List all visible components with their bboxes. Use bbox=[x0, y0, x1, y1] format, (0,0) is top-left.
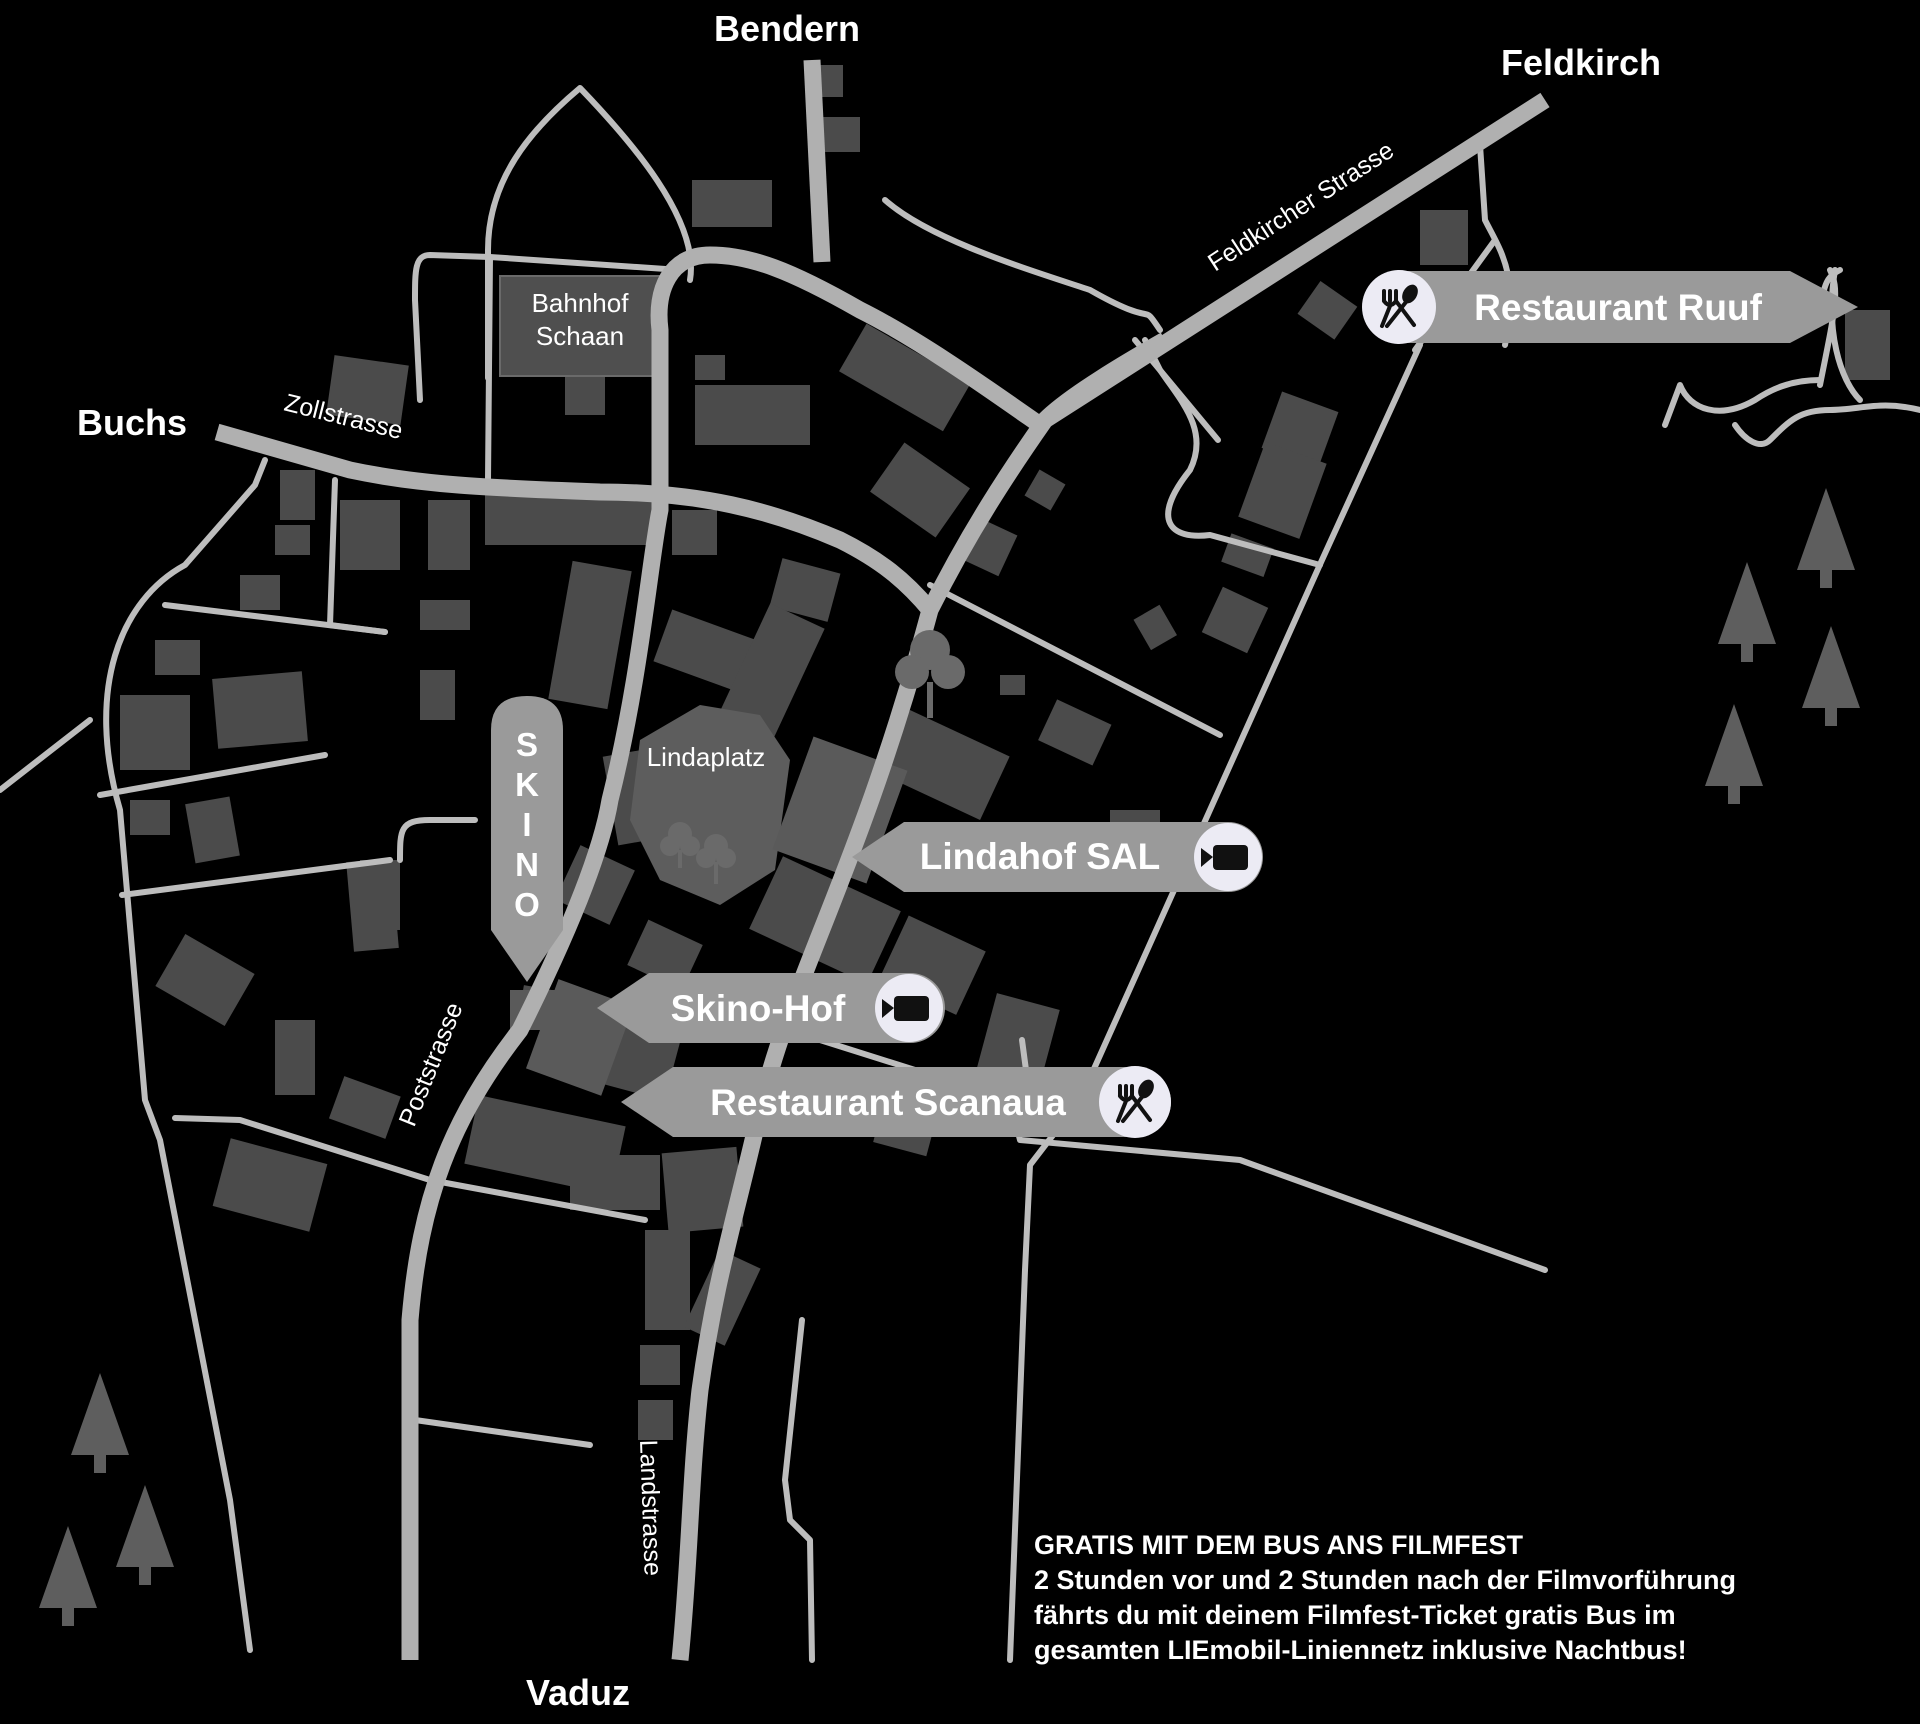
skino-letter-n: N bbox=[515, 846, 539, 883]
venue-skino-hof[interactable]: Skino-Hof bbox=[597, 973, 945, 1043]
lindahof-label: Lindahof SAL bbox=[920, 836, 1160, 877]
bus-info-line1: 2 Stunden vor und 2 Stunden nach der Fil… bbox=[1034, 1565, 1737, 1595]
restaurant-ruuf-label: Restaurant Ruuf bbox=[1474, 287, 1762, 328]
place-vaduz: Vaduz bbox=[526, 1672, 630, 1713]
skino-letter-i: I bbox=[522, 806, 531, 843]
skino-letter-k: K bbox=[515, 766, 539, 803]
skino-letter-s: S bbox=[516, 726, 538, 763]
venue-restaurant-scanaua[interactable]: Restaurant Scanaua bbox=[621, 1066, 1171, 1138]
video-camera-icon bbox=[875, 974, 943, 1042]
trees bbox=[39, 488, 1860, 1626]
bus-info: GRATIS MIT DEM BUS ANS FILMFEST 2 Stunde… bbox=[1034, 1528, 1894, 1668]
skino-hof-label: Skino-Hof bbox=[671, 988, 846, 1029]
street-poststrasse: Poststrasse bbox=[394, 999, 469, 1131]
bahnhof-building bbox=[499, 275, 661, 377]
skino-letter-o: O bbox=[514, 886, 540, 923]
bus-info-line2: fährts du mit deinem Filmfest-Ticket gra… bbox=[1034, 1600, 1676, 1630]
video-camera-icon bbox=[1194, 823, 1262, 891]
place-feldkirch: Feldkirch bbox=[1501, 42, 1661, 83]
place-bendern: Bendern bbox=[714, 8, 860, 49]
street-landstrasse: Landstrasse bbox=[634, 1439, 667, 1576]
fork-spoon-icon bbox=[1099, 1066, 1171, 1138]
venue-restaurant-ruuf[interactable]: Restaurant Ruuf bbox=[1362, 270, 1858, 344]
lindaplatz-label: Lindaplatz bbox=[647, 742, 766, 772]
place-buchs: Buchs bbox=[77, 402, 187, 443]
restaurant-scanaua-label: Restaurant Scanaua bbox=[710, 1082, 1066, 1123]
bahnhof-label-line2: Schaan bbox=[536, 321, 624, 351]
bus-info-line3: gesamten LIEmobil-Liniennetz inklusive N… bbox=[1034, 1635, 1687, 1665]
venue-lindahof-sal[interactable]: Lindahof SAL bbox=[852, 822, 1263, 892]
major-roads bbox=[214, 59, 1550, 1661]
bahnhof-label-line1: Bahnhof bbox=[532, 288, 630, 318]
skino-marker[interactable]: S K I N O bbox=[491, 696, 563, 982]
bus-info-heading: GRATIS MIT DEM BUS ANS FILMFEST bbox=[1034, 1530, 1523, 1560]
fork-spoon-icon bbox=[1362, 270, 1436, 344]
